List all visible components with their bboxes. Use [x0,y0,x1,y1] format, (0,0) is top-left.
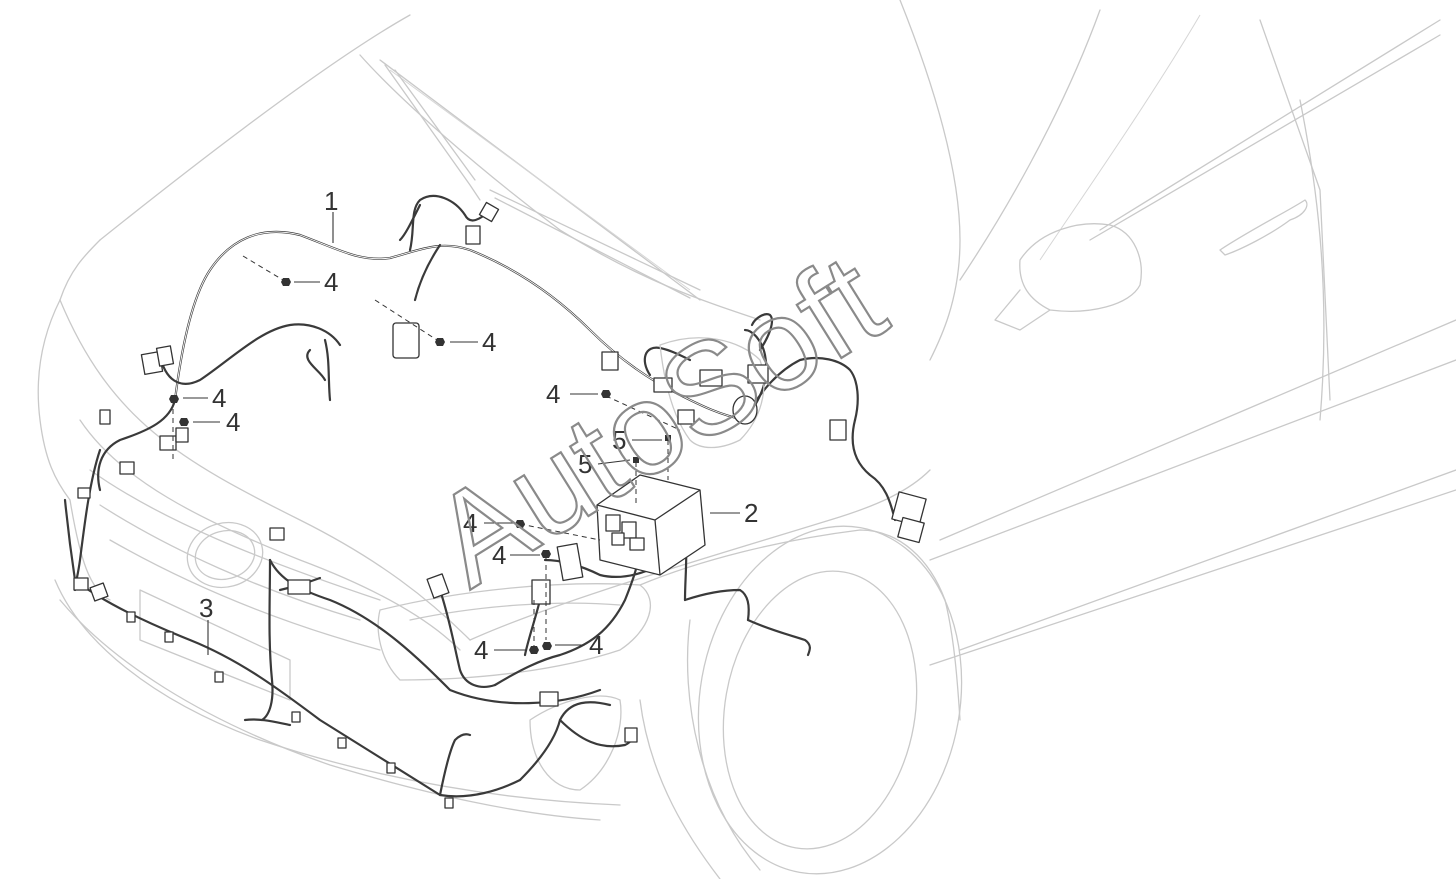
car-body-outline [37,0,1456,879]
callout-1: 1 [324,186,338,216]
callout-4-bottom-right: 4 [589,630,603,660]
callout-4-fusebox-upper: 4 [463,508,477,538]
callout-4-left-lower: 4 [226,407,240,437]
callout-4-fusebox-lower: 4 [492,540,506,570]
callout-3: 3 [199,593,213,623]
callout-4-bottom-left: 4 [474,635,488,665]
callout-4-relay: 4 [482,327,496,357]
callout-4-left-upper: 4 [212,383,226,413]
callout-labels: 1 2 3 4 4 4 4 4 4 4 4 4 5 5 [199,186,758,665]
fasteners [169,278,671,654]
callout-5-lower: 5 [578,449,592,479]
callout-4-center: 4 [546,379,560,409]
callout-leaders [183,212,740,655]
connectors [73,201,927,809]
install-lines [172,255,681,650]
callout-5-upper: 5 [612,425,626,455]
callout-4-hood-left: 4 [324,267,338,297]
callout-2: 2 [744,498,758,528]
